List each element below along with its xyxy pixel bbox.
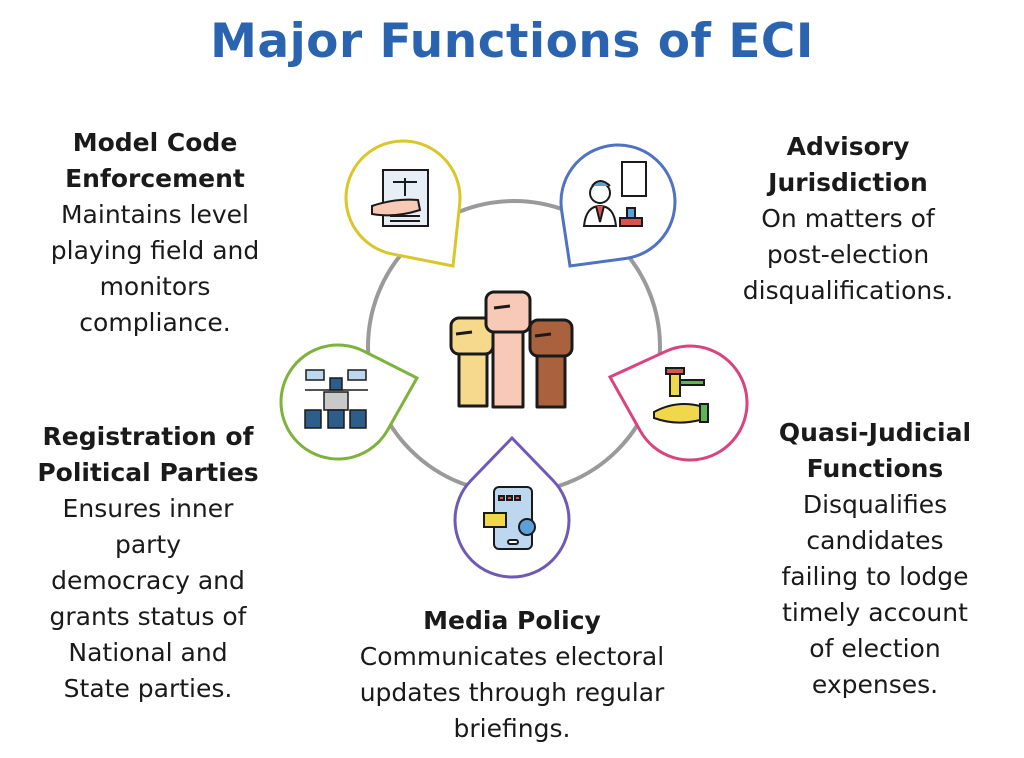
function-description: democracy and [51, 566, 245, 595]
drop-marker-advisory [559, 143, 677, 268]
function-description: Maintains level [60, 200, 249, 229]
function-description: grants status of [49, 602, 247, 631]
function-description: State parties. [63, 674, 233, 703]
scales-of-justice-document-icon [371, 169, 429, 227]
page-title: Major Functions of ECI [210, 14, 814, 69]
function-advisory: Advisory Jurisdiction On matters of post… [743, 129, 953, 309]
gavel-icon [653, 367, 709, 424]
function-description: updates through regular [359, 678, 665, 707]
function-heading: Enforcement [65, 164, 245, 193]
official-with-document-and-stamp-icon [582, 161, 647, 227]
function-description: National and [68, 638, 228, 667]
function-description: Disqualifies [802, 490, 948, 519]
function-description: compliance. [79, 308, 231, 337]
function-description: On matters of [761, 204, 935, 233]
function-heading: Model Code [72, 128, 238, 157]
function-description: disqualifications. [742, 276, 954, 305]
function-heading: Advisory [786, 132, 910, 161]
function-description: timely account [782, 598, 968, 627]
function-quasi-judicial: Quasi-Judicial Functions Disqualifies ca… [779, 415, 971, 703]
drop-marker-quasi-judicial [607, 344, 749, 462]
function-description: briefings. [453, 714, 571, 743]
function-registration: Registration of Political Parties Ensure… [37, 419, 258, 707]
function-description: post-election [766, 240, 930, 269]
function-heading: Quasi-Judicial [778, 418, 972, 447]
function-description: expenses. [811, 670, 939, 699]
function-description: of election [809, 634, 941, 663]
drop-marker-registration [279, 343, 420, 461]
function-heading: Functions [806, 454, 944, 483]
function-description: Communicates electoral [359, 642, 665, 671]
function-description: monitors [99, 272, 211, 301]
function-heading: Jurisdiction [768, 168, 928, 197]
political-rally-icon [304, 369, 368, 429]
function-heading: Political Parties [37, 458, 259, 487]
function-heading: Registration of [42, 422, 254, 451]
function-description: failing to lodge [781, 562, 969, 591]
function-model-code: Model Code Enforcement Maintains level p… [51, 125, 259, 341]
function-description: playing field and [50, 236, 260, 265]
function-description: party [114, 530, 182, 559]
function-description: Ensures inner [62, 494, 234, 523]
raised-fists-icon [449, 290, 574, 409]
function-media: Media Policy Communicates electoral upda… [360, 603, 665, 747]
function-description: candidates [806, 526, 944, 555]
function-heading: Media Policy [423, 606, 601, 635]
smartphone-messages-icon [483, 486, 536, 550]
